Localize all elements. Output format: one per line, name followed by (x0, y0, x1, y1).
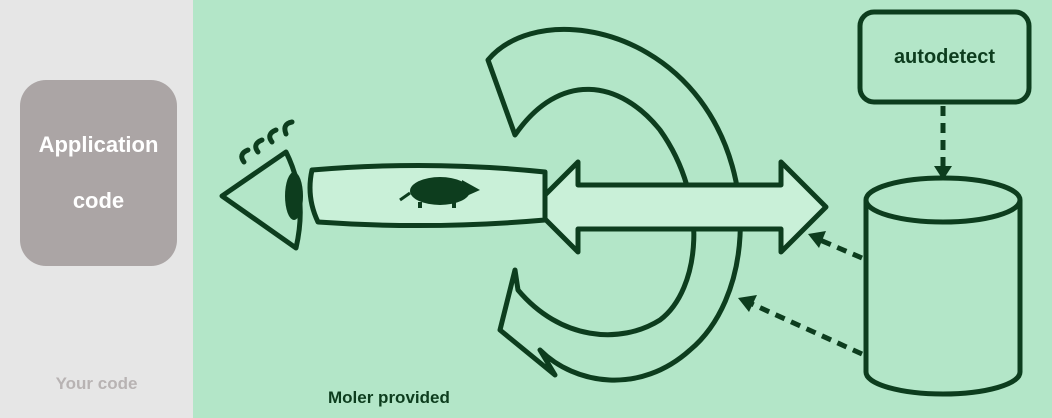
application-code-box: Application code (20, 80, 177, 266)
your-code-label: Your code (55, 374, 138, 393)
mole-icon (399, 177, 480, 208)
application-code-label-line1: Application (38, 132, 159, 157)
moler-provided-label: Moler provided (328, 388, 450, 407)
curved-arrow-icon (485, 26, 743, 383)
autodetect-label: autodetect (893, 45, 996, 68)
dashed-arrow-db-lower (738, 295, 864, 357)
eye-icon (219, 119, 303, 251)
autodetect-box (857, 9, 1032, 105)
dashed-arrow-db-upper (808, 231, 863, 261)
database-cylinder-icon (863, 175, 1023, 397)
double-arrow-icon (530, 159, 829, 255)
dashed-arrow-autodetect-to-db (934, 106, 952, 180)
application-code-label-line2: code (72, 188, 125, 213)
